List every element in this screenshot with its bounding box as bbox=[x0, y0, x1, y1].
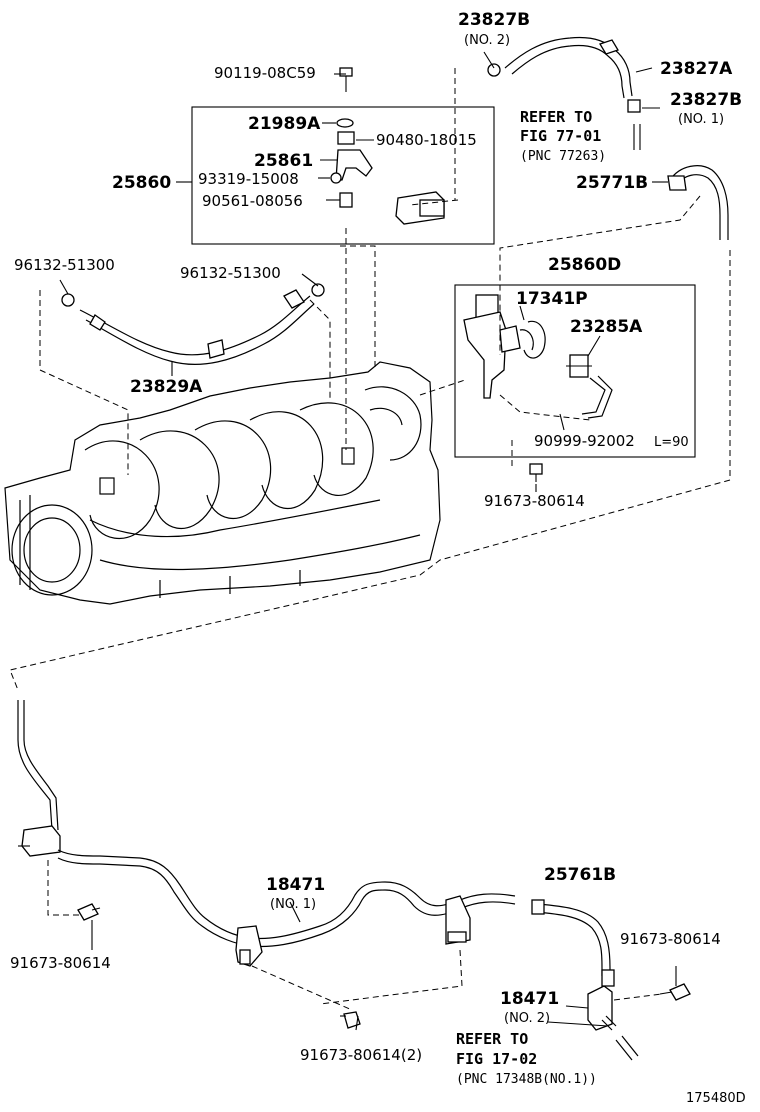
label-18471-no1-sub: (NO. 1) bbox=[270, 897, 316, 912]
label-ref17-line3: (PNC 17348B(NO.1)) bbox=[456, 1072, 597, 1087]
label-23827b-no1: 23827B bbox=[670, 90, 742, 110]
clamp-18471-left bbox=[235, 925, 263, 967]
pipe-ref-17-02 bbox=[615, 1035, 639, 1061]
bolt-91673-left bbox=[77, 903, 101, 921]
label-18471-no2: 18471 bbox=[500, 989, 559, 1009]
label-91673-right: 91673-80614 bbox=[620, 930, 721, 948]
vsv-25860d bbox=[463, 294, 521, 399]
bolt-91673-mid bbox=[529, 463, 543, 482]
hose-23827a bbox=[504, 36, 633, 99]
label-91673-left: 91673-80614 bbox=[10, 954, 111, 972]
label-23827b-no1-sub: (NO. 1) bbox=[678, 112, 724, 127]
label-90999-length: L=90 bbox=[654, 435, 689, 450]
label-96132-mid: 96132-51300 bbox=[180, 264, 281, 282]
label-91673-bottom: 91673-80614(2) bbox=[300, 1046, 422, 1064]
hose-90999 bbox=[581, 375, 613, 419]
label-23285a: 23285A bbox=[570, 317, 643, 337]
label-23829a: 23829A bbox=[130, 377, 203, 397]
intake-manifold bbox=[4, 361, 441, 605]
label-25771b: 25771B bbox=[576, 173, 648, 193]
label-ref77-line1: REFER TO bbox=[520, 108, 592, 126]
valve-23285a bbox=[566, 354, 592, 378]
label-18471-no1: 18471 bbox=[266, 875, 325, 895]
vsv-25860 bbox=[395, 191, 445, 225]
clamp-18471-right bbox=[445, 895, 471, 945]
nut-93319 bbox=[330, 172, 342, 184]
label-96132-left: 96132-51300 bbox=[14, 256, 115, 274]
leader-lines bbox=[59, 51, 677, 1031]
label-ref17-line2: FIG 17-02 bbox=[456, 1050, 537, 1068]
hose-25771b bbox=[669, 165, 729, 240]
clamp-96132-left bbox=[61, 293, 75, 307]
washer-21989a bbox=[336, 118, 354, 128]
label-25861: 25861 bbox=[254, 151, 313, 171]
vsv-assembly-box bbox=[191, 106, 495, 245]
hose-25761b bbox=[535, 903, 611, 976]
bolt-91673-bottom bbox=[340, 1011, 361, 1029]
label-90999: 90999-92002 bbox=[534, 432, 635, 450]
hose-17341p bbox=[519, 320, 546, 359]
label-90119: 90119-08C59 bbox=[214, 64, 316, 82]
hose-23829a bbox=[79, 295, 315, 365]
label-25860d: 25860D bbox=[548, 255, 621, 275]
bolt-90119 bbox=[339, 67, 353, 92]
label-23827b-no2-sub: (NO. 2) bbox=[464, 33, 510, 48]
bracket-assembly-box bbox=[454, 284, 696, 458]
clamp-top-right bbox=[599, 39, 619, 55]
bracket-25861 bbox=[335, 149, 373, 181]
bracket-18471-no2 bbox=[587, 969, 617, 1031]
bolt-91673-right bbox=[659, 983, 691, 1001]
dashed-reference-lines bbox=[9, 68, 731, 1011]
grommet-90480 bbox=[337, 131, 355, 145]
label-25860: 25860 bbox=[112, 173, 171, 193]
clamp-23827b-no2 bbox=[487, 63, 501, 77]
label-23827b-no2: 23827B bbox=[458, 10, 530, 30]
label-25761b: 25761B bbox=[544, 865, 616, 885]
label-90561: 90561-08056 bbox=[202, 192, 303, 210]
pipe-main-line bbox=[17, 700, 59, 831]
label-91673-mid: 91673-80614 bbox=[484, 492, 585, 510]
label-90480: 90480-18015 bbox=[376, 131, 477, 149]
pipe-90561 bbox=[339, 192, 353, 208]
label-21989a: 21989A bbox=[248, 114, 321, 134]
label-ref77-line3: (PNC 77263) bbox=[520, 149, 606, 164]
label-ref17-line1: REFER TO bbox=[456, 1030, 528, 1048]
clamp-96132-mid bbox=[311, 283, 325, 297]
label-ref77-line2: FIG 77-01 bbox=[520, 127, 601, 145]
label-93319: 93319-15008 bbox=[198, 170, 299, 188]
clip-left bbox=[18, 825, 61, 857]
label-18471-no2-sub: (NO. 2) bbox=[504, 1011, 550, 1026]
figure-id: 175480D bbox=[686, 1091, 746, 1106]
pipe-18471-no1 bbox=[57, 849, 516, 948]
label-17341p: 17341P bbox=[516, 289, 588, 309]
label-23827a: 23827A bbox=[660, 59, 733, 79]
clamp-23827b-no1 bbox=[627, 99, 641, 113]
